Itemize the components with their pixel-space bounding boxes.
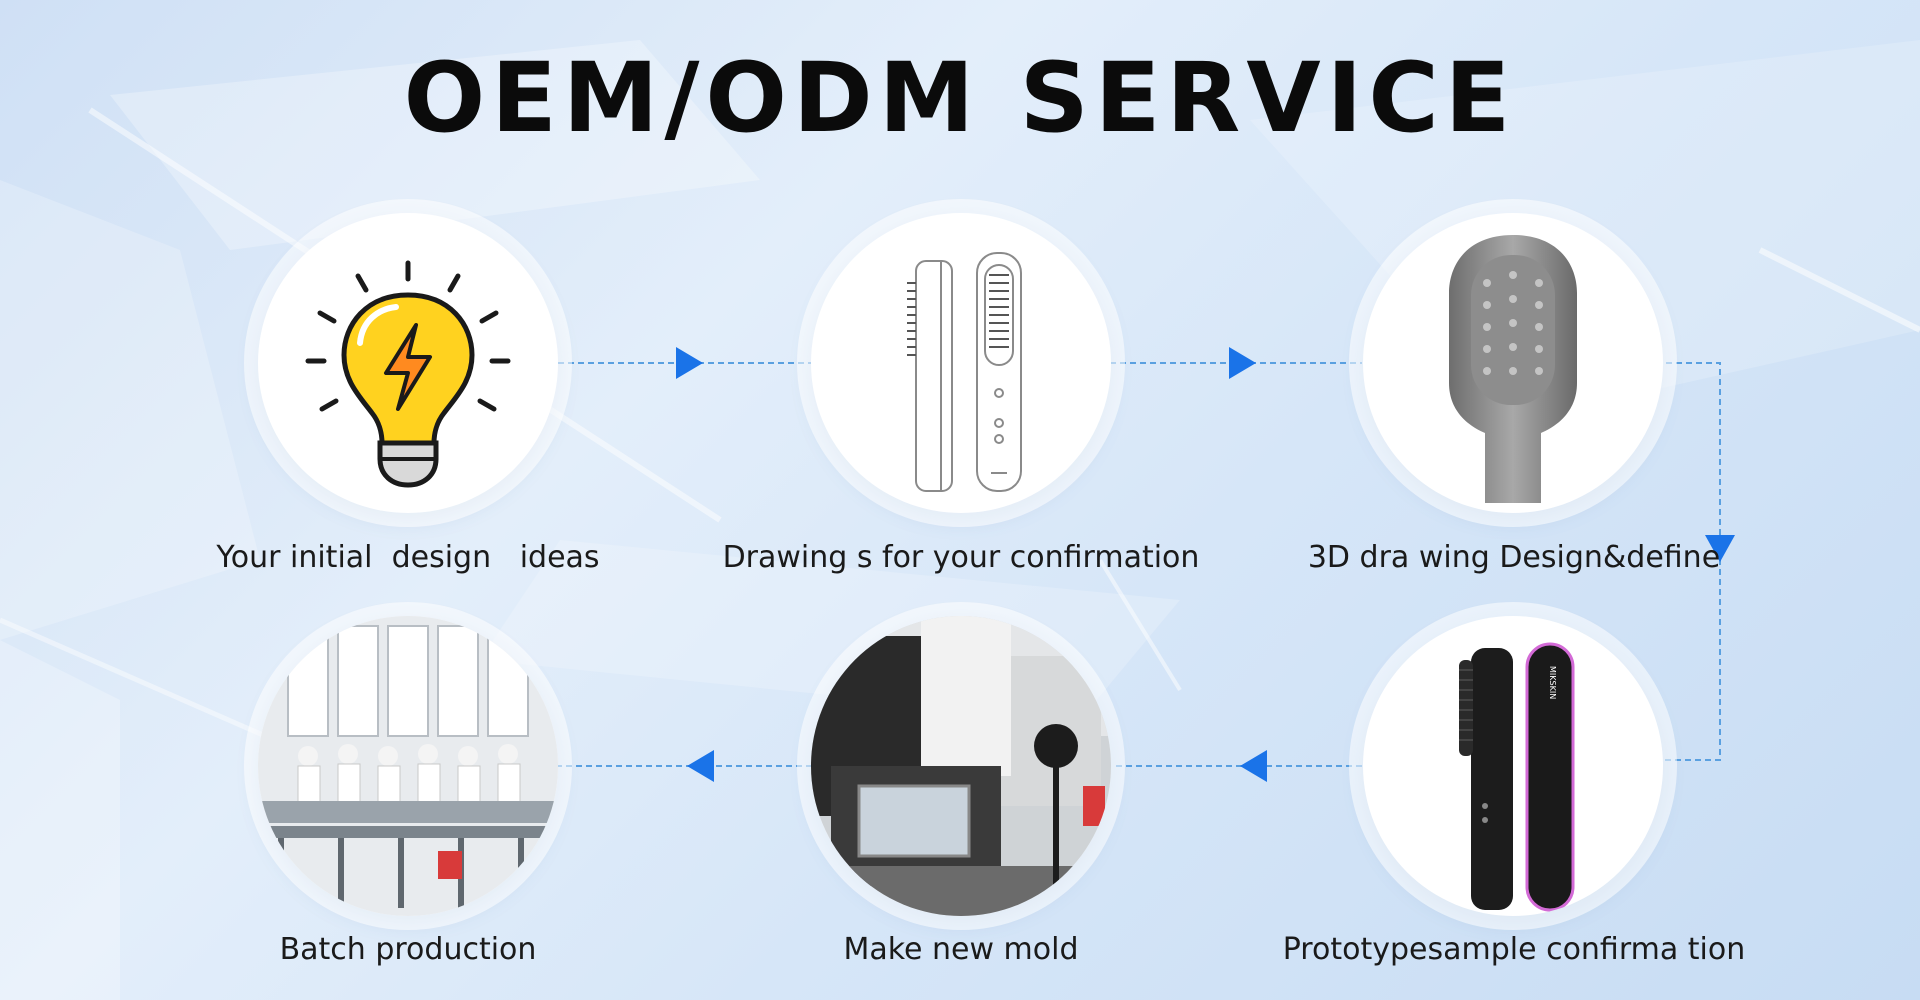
- step-3-image: [1363, 213, 1663, 513]
- svg-text:MIKSKIN: MIKSKIN: [1548, 666, 1557, 699]
- brush-3d-model-icon: [1363, 213, 1663, 513]
- step-4-label: Prototypesample confirma tion: [1254, 932, 1774, 967]
- step-1-label: Your initial design ideas: [148, 540, 668, 575]
- step-2-image: [811, 213, 1111, 513]
- page-title: OEM/ODM SERVICE: [0, 42, 1920, 154]
- step-4-image: MIKSKIN: [1363, 616, 1663, 916]
- step-1-image: [258, 213, 558, 513]
- factory-line-icon: [258, 616, 558, 916]
- step-3-label: 3D dra wing Design&define: [1254, 540, 1774, 575]
- mold-machine-icon: [811, 616, 1111, 916]
- step-5-label: Make new mold: [701, 932, 1221, 967]
- step-6-image: [258, 616, 558, 916]
- step-6-label: Batch production: [148, 932, 668, 967]
- lightbulb-icon: [258, 213, 558, 513]
- step-2-label: Drawing s for your confirmation: [701, 540, 1221, 575]
- step-5-image: [811, 616, 1111, 916]
- brush-prototype-icon: MIKSKIN: [1363, 616, 1663, 916]
- brush-drawing-icon: [811, 213, 1111, 513]
